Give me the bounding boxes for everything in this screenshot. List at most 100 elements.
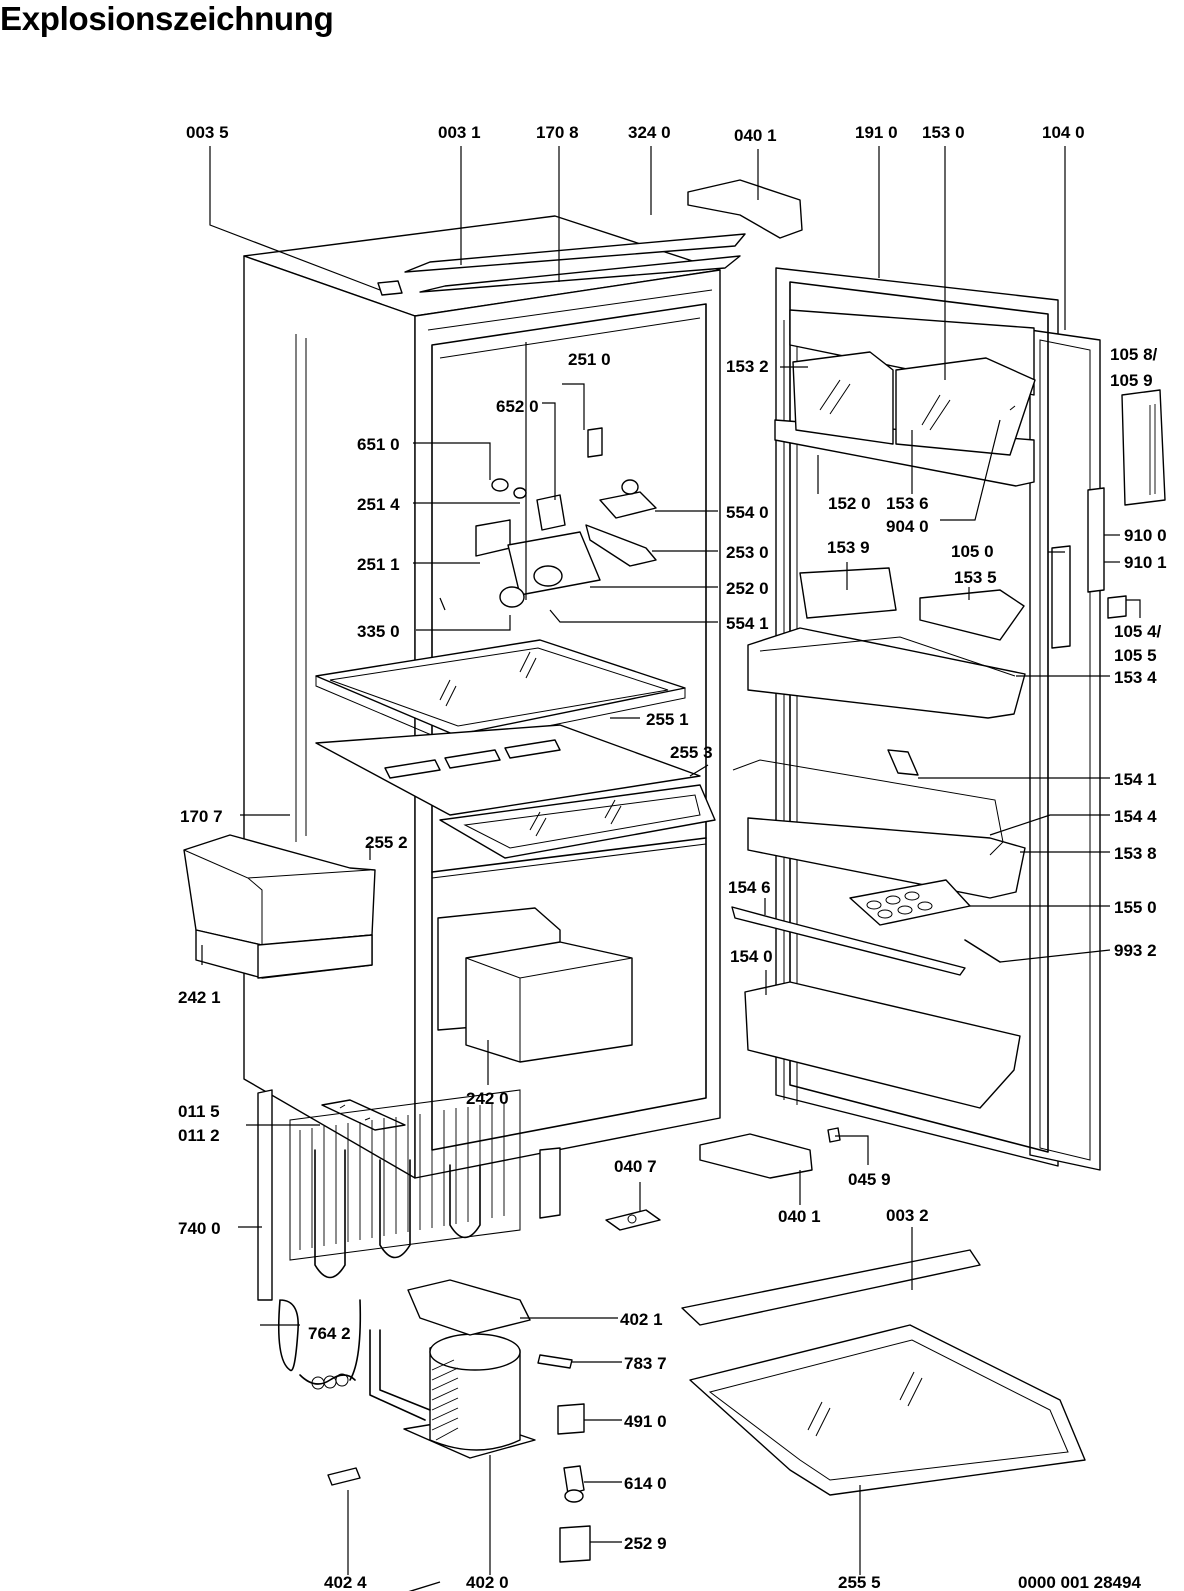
part-4024 [327,1467,361,1486]
hinge-0401-top [687,179,803,239]
label-2514: 251 4 [357,495,400,514]
bin-1535 [919,589,1025,641]
bin-1540 [744,981,1021,1109]
label-1530: 153 0 [922,123,965,142]
label-5540: 554 0 [726,503,769,522]
label-4910: 491 0 [624,1412,667,1431]
knob [499,586,525,608]
condenser [289,1089,521,1261]
label-3350: 335 0 [357,622,400,641]
label-7837: 783 7 [624,1354,667,1373]
label-1058: 105 8/ [1110,345,1158,364]
label-2511: 251 1 [357,555,400,574]
butter-lid-right [895,357,1036,456]
shelf-1534 [747,627,1026,719]
label-0459: 045 9 [848,1170,891,1189]
label-1539: 153 9 [827,538,870,557]
label-6510: 651 0 [357,435,400,454]
hinge-0401-bottom [699,1133,813,1179]
label-1538: 153 8 [1114,844,1157,863]
label-2555: 255 5 [838,1573,881,1591]
label-1059: 105 9 [1110,371,1153,390]
compressor-bracket [407,1279,531,1336]
butter-lid-left [792,351,894,445]
part-labels: 003 5 003 1 170 8 324 0 040 1 191 0 153 … [178,123,1167,1591]
glass-shelf-lower [439,784,716,859]
side-pipe [257,1089,273,1301]
label-3240: 324 0 [628,123,671,142]
label-0032: 003 2 [886,1206,929,1225]
label-2530: 253 0 [726,543,769,562]
label-1550: 155 0 [1114,898,1157,917]
label-1546: 154 6 [728,878,771,897]
part-7837 [537,1354,573,1369]
part-1054 [1107,595,1127,619]
label-4020: 402 0 [466,1573,509,1591]
label-6520: 652 0 [496,397,539,416]
drawing-lines [183,179,1166,1591]
label-2551: 255 1 [646,710,689,729]
label-0407: 040 7 [614,1157,657,1176]
label-6140: 614 0 [624,1474,667,1493]
crisper-inner-front [465,941,633,1063]
part-4910 [557,1403,585,1435]
label-2420: 242 0 [466,1089,509,1108]
rail-1546 [731,906,966,976]
label-1540: 154 0 [730,947,773,966]
label-2421: 242 1 [178,988,221,1007]
label-1050: 105 0 [951,542,994,561]
shelf-frame [315,724,701,816]
label-0035: 003 5 [186,123,229,142]
label-4021: 402 1 [620,1310,663,1329]
drawing-number: 0000 001 28494 [1018,1573,1141,1591]
label-1707: 170 7 [180,807,223,826]
part-6140 [563,1465,585,1495]
hinge-plate-0407 [605,1209,661,1231]
side-strip [295,334,307,842]
part-2529 [559,1525,591,1563]
label-7642: 764 2 [308,1324,351,1343]
label-5541: 554 1 [726,614,769,633]
label-1055: 105 5 [1114,646,1157,665]
top-rail-1 [404,233,746,273]
label-2510: 251 0 [568,350,611,369]
label-0031: 003 1 [438,123,481,142]
hinge-1058 [1121,389,1166,506]
glass-shelf-2555 [689,1324,1086,1496]
label-1534: 153 4 [1114,668,1157,687]
label-1536: 153 6 [886,494,929,513]
page-title: Explosionszeichnung [0,0,334,37]
label-1054: 105 4/ [1114,622,1162,641]
label-1708: 170 8 [536,123,579,142]
lever [585,524,657,567]
label-2520: 252 0 [726,579,769,598]
label-0112: 011 2 [178,1126,220,1145]
label-7400: 740 0 [178,1219,221,1238]
top-rail-2 [419,255,741,293]
label-4024: 402 4 [324,1573,367,1591]
label-9932: 993 2 [1114,941,1157,960]
label-1910: 191 0 [855,123,898,142]
rail-0032 [681,1249,981,1326]
label-1520: 152 0 [828,494,871,513]
cabinet-opening [431,303,707,1151]
label-1535: 153 5 [954,568,997,587]
label-9100: 910 0 [1124,526,1167,545]
bin-1539 [799,567,897,619]
label-1541: 154 1 [1114,770,1157,789]
lamp-cover [507,531,601,596]
label-2529: 252 9 [624,1534,667,1553]
bin-1538 [747,817,1026,899]
label-1040: 104 0 [1042,123,1085,142]
leader-lines [201,146,1141,1575]
magnet-1050 [1051,545,1071,649]
label-1532: 153 2 [726,357,769,376]
strip-9100 [1087,487,1105,593]
clip-1541 [887,749,919,776]
label-9101: 910 1 [1124,553,1167,572]
label-0401-top: 040 1 [734,126,777,145]
label-2553: 255 3 [670,743,713,762]
label-1544: 154 4 [1114,807,1157,826]
label-2552: 255 2 [365,833,408,852]
